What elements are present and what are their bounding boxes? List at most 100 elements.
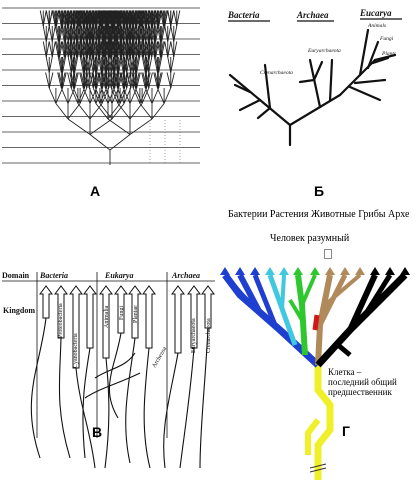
panel-a-branch — [110, 56, 115, 73]
panel-a-branch — [97, 56, 102, 73]
panel-a-branch — [167, 41, 172, 58]
panel-b-label-plants: Plants — [381, 51, 396, 57]
panel-g-label-fungi: Грибы — [358, 209, 386, 220]
panel-a-branch — [176, 10, 181, 27]
panel-a-branch — [144, 72, 150, 89]
panel-a-branch — [135, 41, 140, 58]
panel-a-branch — [148, 56, 153, 73]
panel-a-branch — [73, 41, 78, 58]
panel-b-label-crenarchaeota: Crenarchaeota — [260, 70, 293, 76]
panel-a-branch — [148, 72, 153, 89]
panel-a-branch — [132, 25, 137, 42]
panel-a-branch — [104, 87, 113, 104]
panel-a-branch — [70, 41, 75, 58]
panel-a-branch — [85, 25, 90, 42]
panel-a-branch — [92, 56, 97, 73]
panel-a-branch — [160, 25, 164, 42]
panel-a-branch — [160, 41, 164, 58]
panel-a-branch — [107, 10, 112, 27]
panel-a-branch — [76, 25, 81, 42]
panel-a-branch — [107, 87, 116, 104]
panel-a-branch — [102, 72, 107, 89]
panel-g-root-marks — [309, 463, 327, 473]
panel-v-kingdom-plantae: Plantae — [133, 305, 139, 323]
panel-v-kingdom-fungi: Fungi — [119, 306, 125, 320]
panel-a-branch — [48, 41, 53, 58]
panel-a-branch — [167, 25, 172, 42]
panel-a-branch — [76, 41, 81, 58]
panel-a-branch — [170, 10, 175, 27]
panel-a-branch — [160, 10, 164, 27]
panel-a-branch — [63, 41, 68, 58]
panel-a-branch — [82, 56, 87, 73]
panel-a-branch — [67, 41, 72, 58]
panel-a-branch — [126, 25, 131, 42]
panel-a-branch — [110, 87, 119, 104]
panel-a-branch — [91, 10, 96, 27]
panel-a-branch — [70, 41, 74, 58]
panel-g-label-animals: Животные — [310, 209, 356, 220]
panel-a-branch — [146, 72, 151, 89]
panel-a-branch — [57, 25, 62, 42]
panel-a-branch — [82, 87, 91, 104]
panel-a-branch — [116, 10, 121, 27]
panel-v-trunk — [30, 317, 209, 469]
panel-a-branch — [60, 72, 66, 89]
panel-a-branch — [67, 25, 72, 42]
panel-a-branch — [113, 56, 117, 73]
panel-a-branch — [102, 56, 106, 73]
panel-a-branch — [157, 10, 161, 27]
panel-a-branch — [61, 10, 66, 27]
panel-g-trunk — [314, 365, 334, 480]
panel-a-branch — [124, 56, 128, 73]
panel-a-branch — [119, 25, 124, 42]
panel-a-branch — [51, 10, 56, 27]
panel-a-branch — [104, 10, 109, 27]
panel-a-branch — [100, 10, 105, 27]
panel-a-branch — [126, 10, 131, 27]
panel-a-branch — [147, 41, 152, 58]
panel-a-branch — [170, 72, 175, 89]
panel-a-branch — [129, 10, 133, 27]
panel-a-branch — [129, 56, 134, 73]
panel-a-branch — [164, 41, 169, 58]
panel-a-branch — [48, 87, 57, 104]
panel-a-branch — [74, 72, 79, 89]
panel-a-branch — [129, 103, 143, 120]
panel-a-branch — [73, 10, 78, 27]
panel-a-branch — [164, 10, 169, 27]
panel-a-branch — [141, 87, 150, 104]
panel-b: Bacteria Archaea Eucarya Animals Fungi P… — [210, 0, 416, 205]
panel-a-label: А — [90, 183, 101, 199]
panel-a-branch — [157, 41, 161, 58]
panel-g-tree — [220, 267, 410, 480]
panel-a-branch — [67, 118, 91, 135]
panel-a-branch — [97, 25, 102, 42]
panel-a-branch — [86, 41, 91, 58]
panel-a-branch — [107, 25, 112, 42]
panel-a-branch — [116, 25, 121, 42]
panel-a-branch — [88, 10, 93, 27]
panel-a-branch — [107, 103, 121, 120]
panel-a-branch — [132, 72, 138, 89]
panel-a-branch — [163, 87, 172, 104]
panel-b-label-animals: Animals — [367, 23, 386, 29]
panel-a-branch — [73, 25, 78, 42]
panel-a-branch — [122, 25, 127, 42]
panel-v-kingdom-euryarchaeota: Euryarchaeota — [191, 318, 197, 353]
panel-a-branch — [86, 10, 91, 27]
panel-a-branch — [161, 25, 166, 42]
panel-a-branch — [135, 10, 140, 27]
panel-a-branch — [60, 87, 69, 104]
panel-a-branch — [62, 72, 67, 89]
panel-a-branch — [45, 25, 50, 42]
panel-a-branch — [64, 41, 69, 58]
panel-a-branch — [161, 10, 166, 27]
panel-g-arrowheads — [220, 267, 410, 275]
panel-a-branch — [166, 72, 172, 89]
panel-a-branch — [67, 10, 72, 27]
panel-a-branch — [126, 41, 131, 58]
panel-a-branch — [104, 25, 109, 42]
panel-g: Бактерии Растения Животные Грибы Архе Че… — [220, 205, 416, 480]
panel-g-label-bacteria: Бактерии — [228, 209, 268, 220]
